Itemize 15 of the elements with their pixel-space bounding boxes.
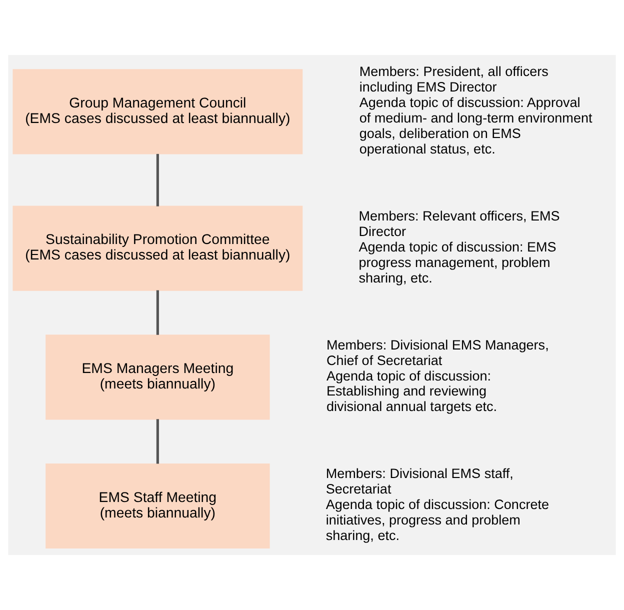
node-label: Members: Divisional EMS staff, Secretariat bbox=[326, 466, 514, 497]
node-label: Agenda topic of discussion: Concrete initiatives, progress and problem sharing, etc. bbox=[326, 497, 549, 544]
node-label: Members: Divisional EMS Managers, Chief of Secretariat bbox=[326, 337, 549, 368]
node-label: Members: President, all officers including EMS Director bbox=[359, 64, 548, 95]
node-box: Sustainability Promotion Committee (EMS cases discussed at least biannually) bbox=[12, 206, 303, 291]
connector bbox=[156, 154, 159, 206]
node-label: Members: Relevant officers, EMS Director bbox=[358, 208, 560, 239]
node-box: EMS Managers Meeting (meets biannually) bbox=[46, 334, 270, 420]
node-label: Agenda topic of discussion: Approval of medium- and long-term environment goals, deliberation on EMS operational status, etc. bbox=[359, 95, 592, 156]
node-box: Group Management Council (EMS cases discussed at least biannually) bbox=[12, 69, 303, 154]
node-label: Agenda topic of discussion: EMS progress management, problem sharing, etc. bbox=[358, 239, 556, 286]
connector bbox=[156, 419, 159, 464]
node-box: EMS Staff Meeting (meets biannually) bbox=[46, 464, 270, 549]
node-label: Agenda topic of discussion: Establishing and reviewing divisional annual targets etc. bbox=[326, 368, 498, 414]
connector bbox=[156, 290, 159, 335]
